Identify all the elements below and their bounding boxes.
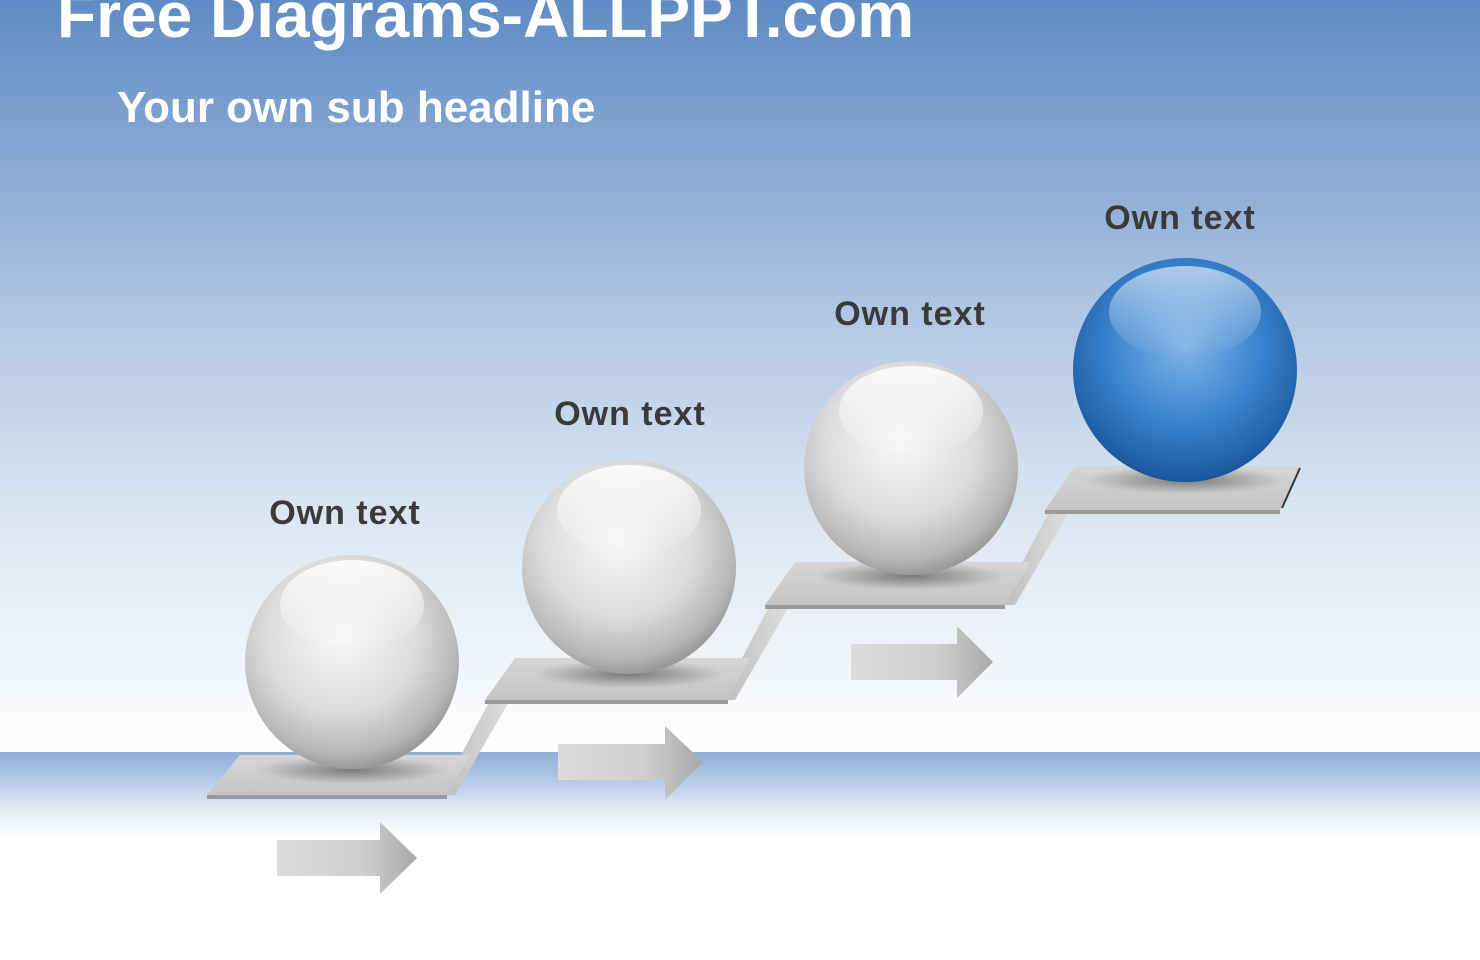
- arrow-right-icon: [851, 626, 993, 698]
- page-subtitle: Your own sub headline: [117, 83, 596, 132]
- arrow-right-icon: [277, 822, 417, 894]
- sphere-3: [804, 361, 1018, 575]
- arrow-right-icon: [558, 726, 703, 800]
- page-title: Free Diagrams-ALLPPT.com: [57, 0, 915, 51]
- sphere-1: [245, 555, 459, 769]
- step-label-3: Own text: [834, 295, 986, 333]
- step-label-4: Own text: [1104, 199, 1256, 237]
- step-label-1: Own text: [269, 494, 421, 532]
- sphere-4-highlighted: [1073, 258, 1297, 482]
- sphere-2: [522, 460, 736, 674]
- step-label-2: Own text: [554, 395, 706, 433]
